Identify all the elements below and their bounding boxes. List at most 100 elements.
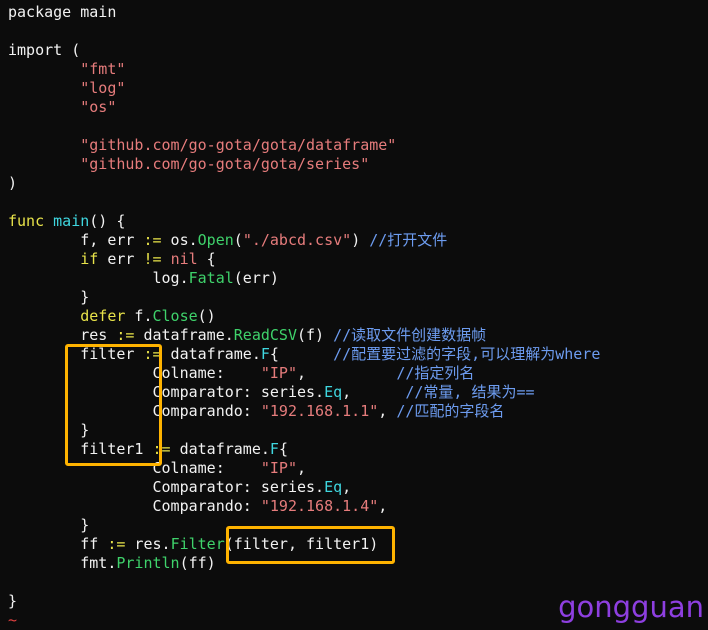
- code-token: [8, 155, 80, 173]
- code-token: ): [351, 231, 370, 249]
- code-token: ,: [378, 402, 397, 420]
- code-token: }: [8, 592, 18, 610]
- code-line: }: [8, 516, 600, 535]
- code-line: import (: [8, 41, 600, 60]
- code-token: [8, 98, 80, 116]
- code-token: os.: [161, 231, 198, 249]
- code-token: Comparando:: [8, 402, 261, 420]
- code-line: Comparando: "192.168.1.1", //匹配的字段名: [8, 402, 600, 421]
- code-line: [8, 22, 600, 41]
- code-token: ): [8, 174, 18, 192]
- code-token: "fmt": [80, 60, 126, 78]
- code-token: //常量, 结果为==: [405, 383, 535, 401]
- code-token: (err): [233, 269, 279, 287]
- code-line: log.Fatal(err): [8, 269, 600, 288]
- code-token: !=: [143, 250, 162, 268]
- code-token: {: [197, 250, 216, 268]
- code-token: func: [8, 212, 54, 230]
- code-token: //指定列名: [396, 364, 475, 382]
- code-token: nil: [170, 250, 198, 268]
- code-token: [8, 307, 80, 325]
- code-line: defer f.Close(): [8, 307, 600, 326]
- code-token: f, err: [8, 231, 144, 249]
- code-line: f, err := os.Open("./abcd.csv") //打开文件: [8, 231, 600, 250]
- code-token: Colname:: [8, 459, 261, 477]
- code-line: }: [8, 421, 600, 440]
- code-token: Close: [152, 307, 198, 325]
- code-token: "IP": [260, 459, 297, 477]
- code-line: "fmt": [8, 60, 600, 79]
- code-token: "192.168.1.1": [260, 402, 379, 420]
- code-token: Eq: [324, 478, 343, 496]
- code-line: ff := res.Filter(filter, filter1): [8, 535, 600, 554]
- code-token: dataframe.: [161, 345, 261, 363]
- code-token: (f): [297, 326, 334, 344]
- code-token: {: [278, 440, 288, 458]
- code-token: fmt.: [8, 554, 117, 572]
- code-token: :=: [143, 345, 162, 363]
- code-line: ~: [8, 611, 600, 630]
- highlight-box-filter-call: [226, 526, 395, 564]
- code-token: F: [269, 440, 279, 458]
- code-token: Open: [197, 231, 234, 249]
- code-token: main: [53, 212, 90, 230]
- code-token: F: [260, 345, 270, 363]
- code-line: fmt.Println(ff): [8, 554, 600, 573]
- code-line: ): [8, 174, 600, 193]
- code-token: package main: [8, 3, 117, 21]
- highlight-box-filters: [65, 344, 162, 466]
- code-token: Comparando:: [8, 497, 261, 515]
- code-token: filter: [8, 345, 144, 363]
- code-token: Comparator: series.: [8, 383, 325, 401]
- code-token: [8, 250, 80, 268]
- code-line: func main() {: [8, 212, 600, 231]
- code-line: Colname: "IP", //指定列名: [8, 364, 600, 383]
- code-line: "log": [8, 79, 600, 98]
- code-line: package main: [8, 3, 600, 22]
- code-line: [8, 117, 600, 136]
- code-token: res.: [125, 535, 171, 553]
- code-token: import (: [8, 41, 81, 59]
- code-line: filter1 := dataframe.F{: [8, 440, 600, 459]
- code-token: Filter: [170, 535, 225, 553]
- code-token: :=: [116, 326, 135, 344]
- code-line: res := dataframe.ReadCSV(f) //读取文件创建数据帧: [8, 326, 600, 345]
- code-token: (): [197, 307, 216, 325]
- code-line: "github.com/go-gota/gota/series": [8, 155, 600, 174]
- code-token: "log": [80, 79, 126, 97]
- code-token: Comparator: series.: [8, 478, 325, 496]
- code-line: "github.com/go-gota/gota/dataframe": [8, 136, 600, 155]
- code-line: Comparator: series.Eq, //常量, 结果为==: [8, 383, 600, 402]
- code-token: Eq: [324, 383, 343, 401]
- code-token: //打开文件: [369, 231, 448, 249]
- code-token: "os": [80, 98, 117, 116]
- code-line: Comparando: "192.168.1.4",: [8, 497, 600, 516]
- code-editor[interactable]: package main import ( "fmt" "log" "os" "g…: [8, 3, 600, 630]
- code-token: [8, 136, 80, 154]
- code-line: Comparator: series.Eq,: [8, 478, 600, 497]
- code-token: ,: [342, 383, 406, 401]
- code-token: [8, 60, 80, 78]
- code-token: ,: [297, 364, 397, 382]
- code-token: :=: [143, 231, 162, 249]
- code-token: (filter, filter1): [224, 535, 379, 553]
- code-token: ff: [8, 535, 108, 553]
- code-token: //读取文件创建数据帧: [333, 326, 487, 344]
- code-line: Colname: "IP",: [8, 459, 600, 478]
- code-token: }: [8, 288, 90, 306]
- code-line: }: [8, 288, 600, 307]
- code-token: ReadCSV: [233, 326, 297, 344]
- code-token: f.: [125, 307, 153, 325]
- code-token: (: [233, 231, 243, 249]
- code-token: {: [269, 345, 334, 363]
- code-token: }: [8, 516, 90, 534]
- code-token: [162, 250, 171, 268]
- code-token: (ff): [179, 554, 216, 572]
- code-token: ,: [342, 478, 352, 496]
- code-token: () {: [89, 212, 126, 230]
- code-token: Println: [116, 554, 180, 572]
- code-token: dataframe.: [134, 326, 234, 344]
- code-token: "github.com/go-gota/gota/series": [80, 155, 370, 173]
- code-token: log.: [8, 269, 189, 287]
- code-line: filter := dataframe.F{ //配置要过滤的字段,可以理解为w…: [8, 345, 600, 364]
